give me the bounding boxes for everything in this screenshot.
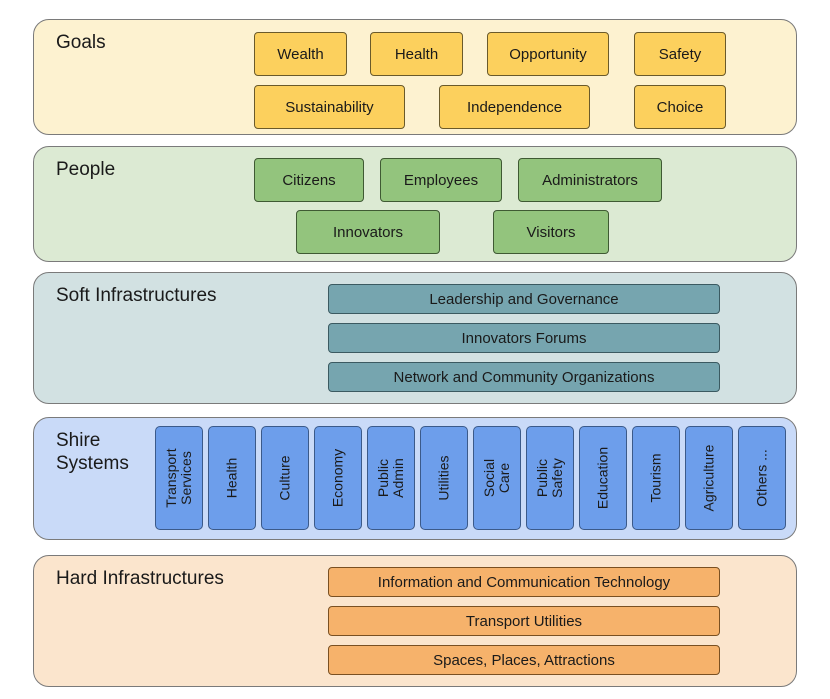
hard-infrastructures-layer: Hard Infrastructures Information and Com…: [33, 555, 797, 687]
system-economy: Economy: [314, 426, 362, 530]
goals-title: Goals: [56, 32, 106, 53]
system-label: Agriculture: [700, 444, 717, 512]
soft-leadership-governance: Leadership and Governance: [328, 284, 720, 314]
goal-wealth: Wealth: [254, 32, 347, 76]
people-administrators: Administrators: [518, 158, 662, 202]
soft-infrastructures-layer: Soft Infrastructures Leadership and Gove…: [33, 272, 797, 404]
system-health: Health: [208, 426, 256, 530]
system-label: Utilities: [435, 455, 452, 501]
system-label: Tourism: [647, 453, 664, 503]
goal-sustainability: Sustainability: [254, 85, 405, 129]
goal-health: Health: [370, 32, 463, 76]
shire-systems-layer: Shire Systems Transport Services Health …: [33, 417, 797, 540]
people-innovators: Innovators: [296, 210, 440, 254]
system-public-admin: Public Admin: [367, 426, 415, 530]
goals-layer: Goals Wealth Health Opportunity Safety S…: [33, 19, 797, 135]
system-label: Public Admin: [375, 458, 406, 498]
goal-opportunity: Opportunity: [487, 32, 609, 76]
system-label: Transport Services: [163, 448, 194, 508]
shire-systems-title: Shire Systems: [56, 430, 129, 474]
system-agriculture: Agriculture: [685, 426, 733, 530]
people-title: People: [56, 159, 116, 180]
system-label: Social Care: [481, 458, 512, 498]
system-public-safety: Public Safety: [526, 426, 574, 530]
goal-choice: Choice: [634, 85, 726, 129]
system-social-care: Social Care: [473, 426, 521, 530]
system-label: Economy: [329, 448, 346, 508]
hard-infrastructures-title: Hard Infrastructures: [56, 568, 224, 589]
people-visitors: Visitors: [493, 210, 609, 254]
hard-ict: Information and Communication Technology: [328, 567, 720, 597]
system-label: Education: [594, 446, 611, 510]
system-label: Health: [223, 457, 240, 499]
system-others: Others ...: [738, 426, 786, 530]
system-culture: Culture: [261, 426, 309, 530]
goal-independence: Independence: [439, 85, 590, 129]
system-transport-services: Transport Services: [155, 426, 203, 530]
system-label: Culture: [276, 455, 293, 501]
hard-transport-utilities: Transport Utilities: [328, 606, 720, 636]
system-label: Others ...: [753, 449, 770, 507]
hard-spaces-places-attractions: Spaces, Places, Attractions: [328, 645, 720, 675]
people-employees: Employees: [380, 158, 502, 202]
goal-safety: Safety: [634, 32, 726, 76]
system-label: Public Safety: [534, 458, 565, 498]
system-tourism: Tourism: [632, 426, 680, 530]
soft-innovators-forums: Innovators Forums: [328, 323, 720, 353]
people-citizens: Citizens: [254, 158, 364, 202]
soft-network-community-organizations: Network and Community Organizations: [328, 362, 720, 392]
soft-infrastructures-title: Soft Infrastructures: [56, 285, 217, 306]
people-layer: People Citizens Employees Administrators…: [33, 146, 797, 262]
system-utilities: Utilities: [420, 426, 468, 530]
system-education: Education: [579, 426, 627, 530]
